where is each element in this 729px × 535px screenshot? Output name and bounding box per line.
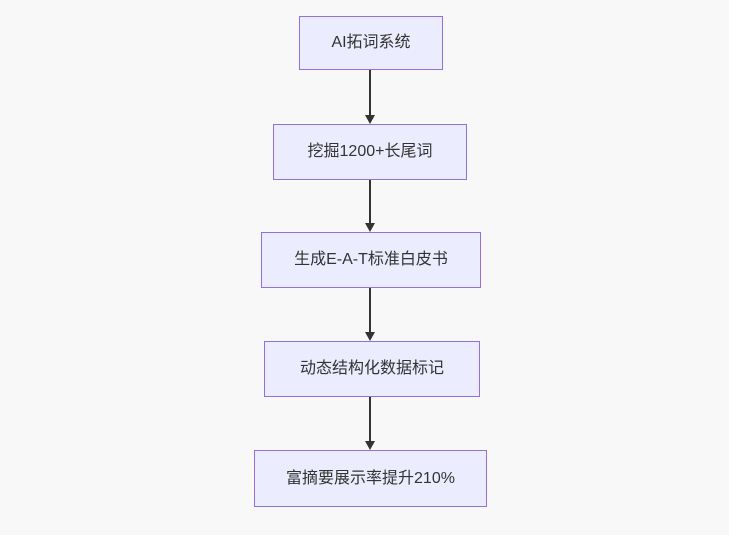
arrow-head-icon bbox=[365, 115, 375, 124]
flow-node-label: 生成E-A-T标准白皮书 bbox=[294, 251, 448, 269]
flow-node-label: 富摘要展示率提升210% bbox=[286, 469, 455, 487]
flow-arrow-1 bbox=[365, 70, 375, 124]
arrow-line bbox=[369, 288, 371, 332]
flow-node-label: AI拓词系统 bbox=[331, 34, 411, 52]
flow-node-dynamic-structured-data-markup: 动态结构化数据标记 bbox=[264, 341, 480, 397]
arrow-line bbox=[369, 397, 371, 441]
flow-node-label: 挖掘1200+长尾词 bbox=[307, 143, 433, 161]
arrow-line bbox=[369, 70, 371, 115]
arrow-head-icon bbox=[365, 441, 375, 450]
flow-node-generate-eat-whitepaper: 生成E-A-T标准白皮书 bbox=[261, 232, 481, 288]
flow-node-label: 动态结构化数据标记 bbox=[299, 360, 444, 378]
arrow-line bbox=[369, 180, 371, 223]
arrow-head-icon bbox=[365, 223, 375, 232]
flow-node-ai-word-expansion-system: AI拓词系统 bbox=[299, 16, 443, 70]
flow-arrow-3 bbox=[365, 288, 375, 341]
flow-arrow-4 bbox=[365, 397, 375, 450]
flow-node-mine-longtail-keywords: 挖掘1200+长尾词 bbox=[273, 124, 467, 180]
arrow-head-icon bbox=[365, 332, 375, 341]
flow-node-rich-snippet-rate-increase: 富摘要展示率提升210% bbox=[254, 450, 487, 507]
flow-arrow-2 bbox=[365, 180, 375, 232]
